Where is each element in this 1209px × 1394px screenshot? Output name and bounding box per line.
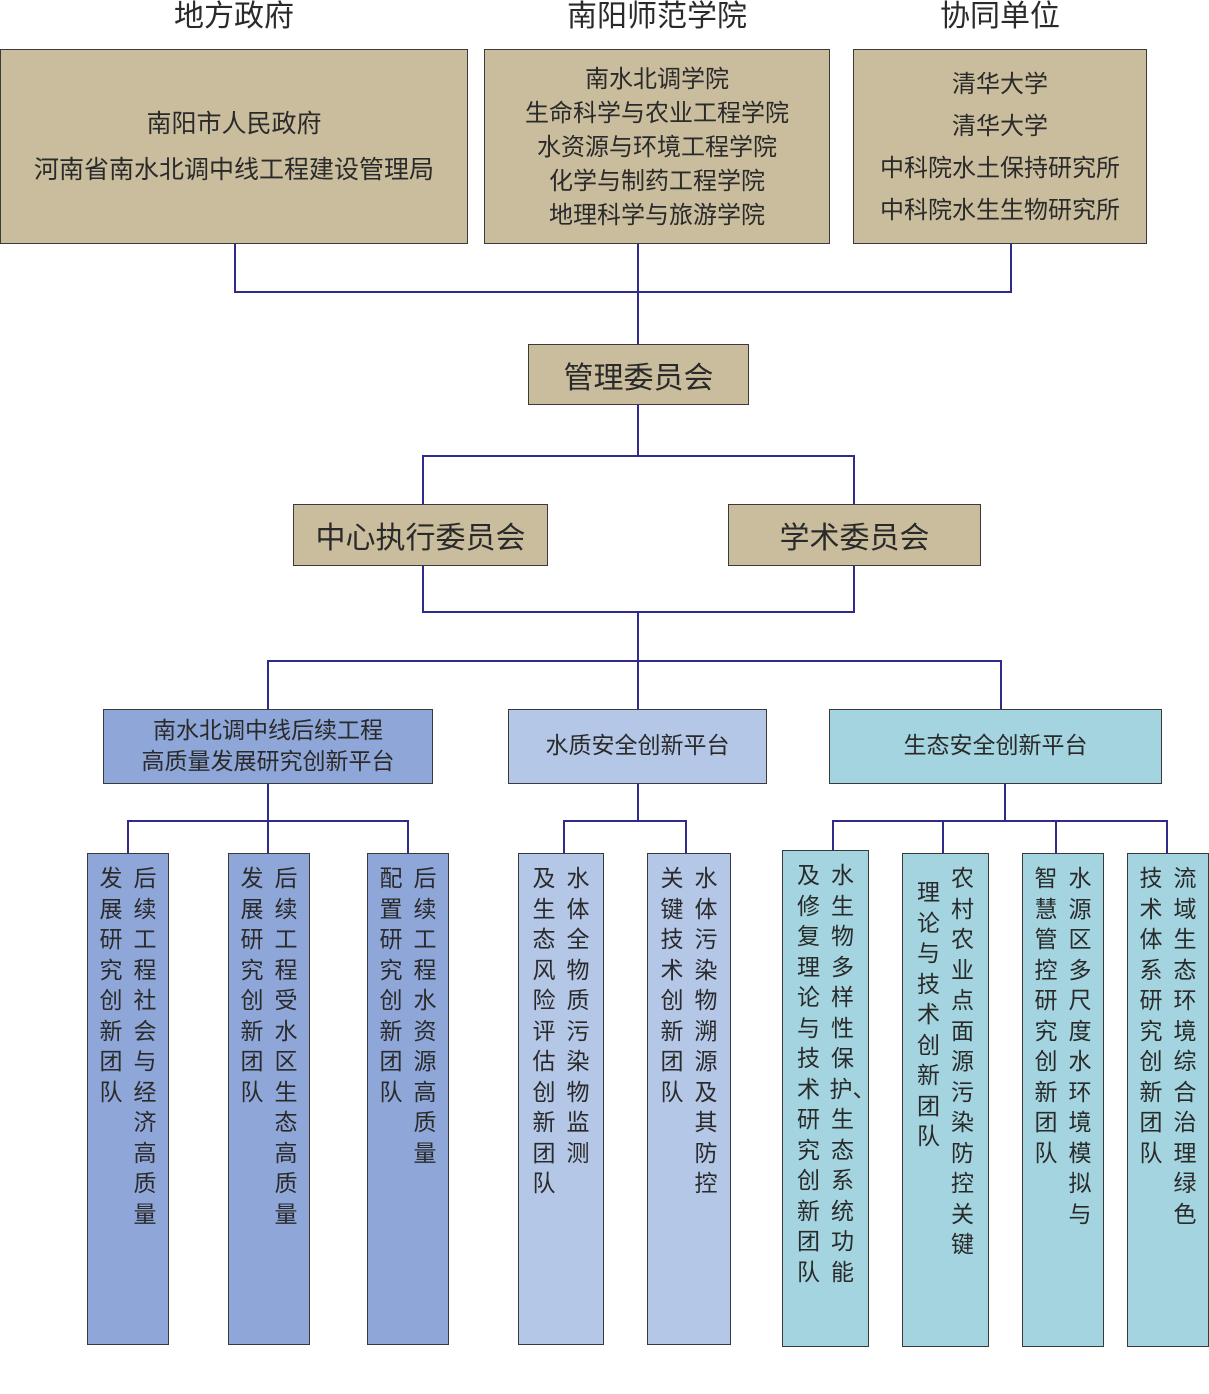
team-column: 水体污染物溯源及其防控	[694, 866, 718, 1197]
school-line: 水资源与环境工程学院	[537, 132, 777, 161]
local-government-box: 南阳市人民政府 河南省南水北调中线工程建设管理局	[0, 49, 468, 244]
platform-ecological-safety: 生态安全创新平台	[829, 709, 1162, 784]
team-pollutant-monitoring: 水体全物质污染物监测 及生态风险评估创新团队	[518, 853, 604, 1345]
team-column: 关键技术创新团队	[660, 866, 684, 1106]
team-column: 技术体系研究创新团队	[1139, 866, 1163, 1167]
team-column: 流域生态环境综合治理绿色	[1173, 866, 1197, 1228]
platform-water-quality: 水质安全创新平台	[508, 709, 767, 784]
team-water-environment-modeling: 水源区多尺度水环境模拟与 智慧管控研究创新团队	[1022, 853, 1104, 1347]
team-receiving-area-ecology: 后续工程受水区生态高质量 发展研究创新团队	[228, 853, 310, 1345]
team-column: 水体全物质污染物监测	[566, 866, 590, 1167]
connector-committees	[422, 455, 855, 504]
gov-line: 河南省南水北调中线工程建设管理局	[33, 154, 434, 184]
partner-line: 清华大学	[952, 111, 1048, 140]
platform-line: 高质量发展研究创新平台	[141, 748, 395, 775]
gov-line: 南阳市人民政府	[146, 108, 322, 138]
school-line: 南水北调学院	[585, 64, 729, 93]
team-column: 水生物多样性保护、生态系统功能	[829, 863, 876, 1286]
header-partner-units: 协同单位	[940, 0, 1060, 34]
school-line: 地理科学与旅游学院	[549, 200, 765, 229]
team-water-resource-allocation: 后续工程水资源高质量 配置研究创新团队	[367, 853, 449, 1345]
header-local-government: 地方政府	[174, 0, 294, 34]
school-box: 南水北调学院 生命科学与农业工程学院 水资源与环境工程学院 化学与制药工程学院 …	[484, 49, 830, 244]
connector-committees-bottom	[422, 565, 855, 613]
platform-water-diversion: 南水北调中线后续工程 高质量发展研究创新平台	[103, 709, 433, 784]
partner-box: 清华大学 清华大学 中科院水土保持研究所 中科院水生生物研究所	[853, 49, 1147, 244]
team-column: 农村农业点面源污染防控关键	[951, 866, 974, 1258]
header-nanyang-normal-university: 南阳师范学院	[567, 0, 747, 34]
partner-line: 中科院水生生物研究所	[880, 195, 1120, 224]
school-line: 化学与制药工程学院	[549, 166, 765, 195]
connector-p3-teams	[832, 820, 1168, 855]
connector-gov	[234, 243, 1012, 293]
team-column: 理论与技术创新团队	[917, 880, 940, 1150]
management-committee: 管理委员会	[528, 344, 749, 405]
team-biodiversity: 水生物多样性保护、生态系统功能 及修复理论与技术研究创新团队	[782, 850, 876, 1347]
partner-line: 清华大学	[952, 69, 1048, 98]
team-column: 发展研究创新团队	[240, 866, 264, 1106]
partner-line: 中科院水土保持研究所	[880, 153, 1120, 182]
team-column: 及修复理论与技术研究创新团队	[797, 863, 820, 1286]
platform-line: 水质安全创新平台	[545, 733, 730, 759]
connector-platforms	[267, 660, 1002, 709]
team-pollution-tracing: 水体污染物溯源及其防控 关键技术创新团队	[647, 853, 731, 1345]
team-watershed-governance: 流域生态环境综合治理绿色 技术体系研究创新团队	[1127, 853, 1209, 1347]
academic-committee: 学术委员会	[728, 504, 981, 566]
team-column: 水源区多尺度水环境模拟与	[1068, 866, 1092, 1228]
connector-p2-teams	[563, 820, 687, 855]
team-column: 及生态风险评估创新团队	[532, 866, 556, 1197]
team-rural-pollution: 农村农业点面源污染防控关键 理论与技术创新团队	[902, 853, 989, 1347]
team-social-economic: 后续工程社会与经济高质量 发展研究创新团队	[87, 853, 169, 1345]
team-column: 后续工程社会与经济高质量	[133, 866, 157, 1228]
team-column: 后续工程水资源高质量	[413, 866, 437, 1167]
platform-line: 生态安全创新平台	[903, 733, 1088, 759]
team-column: 发展研究创新团队	[99, 866, 123, 1106]
team-column: 配置研究创新团队	[379, 866, 403, 1106]
team-column: 后续工程受水区生态高质量	[274, 866, 298, 1228]
executive-committee: 中心执行委员会	[293, 504, 548, 566]
platform-line: 南水北调中线后续工程	[153, 717, 383, 744]
school-line: 生命科学与农业工程学院	[525, 98, 789, 127]
team-column: 智慧管控研究创新团队	[1034, 866, 1058, 1167]
